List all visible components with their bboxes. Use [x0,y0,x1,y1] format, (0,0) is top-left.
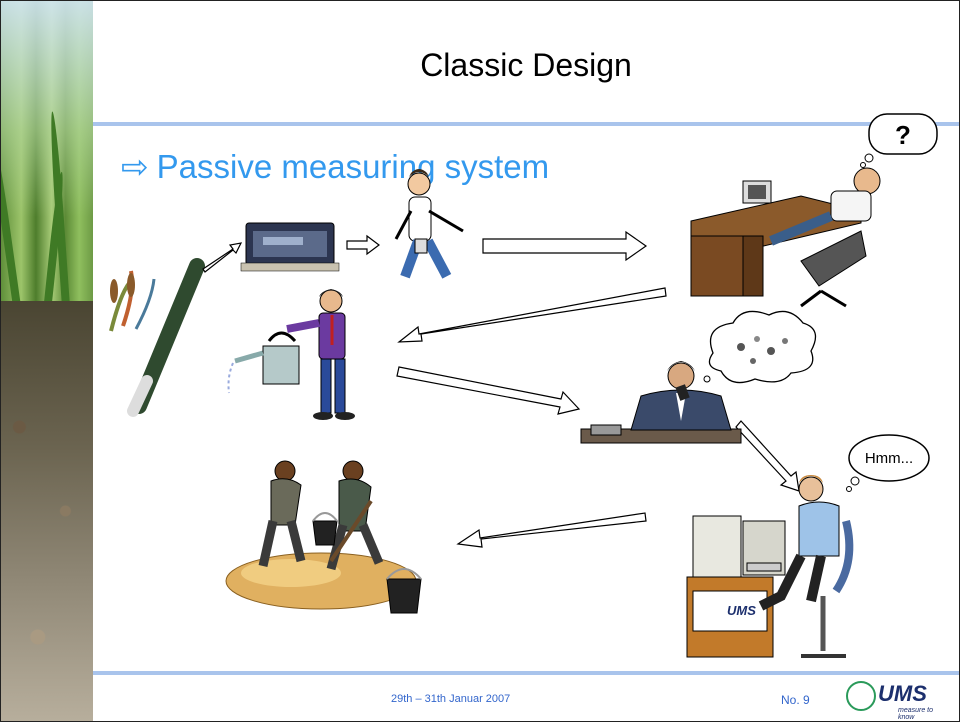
soil-sensor-icon [109,258,205,417]
arrow-analyst-to-workers [456,512,647,548]
running-courier-icon [394,169,464,279]
header-rule [93,122,959,126]
footer-page-number: No. 9 [781,693,810,707]
data-logger-icon [240,222,340,272]
arrow-sensor-to-logger [202,242,243,273]
decorative-side-image [1,1,93,721]
arrow-manager-to-analyst [735,420,800,492]
ums-logo-tagline: measure to know [898,707,934,721]
digging-workers-icon [225,460,422,614]
monitor-logo-text: UMS [727,603,756,618]
man-with-watering-can-icon [227,289,355,420]
footer-rule [93,671,959,675]
arrow-office-to-technician [397,287,667,343]
thought-bubble-hmm [846,434,930,492]
bullet-text: Passive measuring system [156,148,550,185]
ums-logo: UMS measure to know [846,679,951,721]
slide-title: Classic Design [420,47,632,83]
arrow-logger-to-courier [346,234,380,256]
analyst-at-computer-icon [686,475,854,658]
footer-date: 29th – 31th Januar 2007 [391,693,511,705]
arrow-courier-to-office [482,230,648,262]
bullet-item: ⇨Passive measuring system [121,147,549,186]
thought-bubble-question [860,113,938,168]
manager-on-phone-icon [580,361,742,444]
relaxed-boss-at-desk-icon [690,167,881,308]
question-mark-text: ? [895,120,911,150]
ums-logo-name: UMS [878,681,927,706]
thought-bubble-symbols [703,310,817,384]
arrow-technician-to-manager [396,366,581,415]
arrow-bullet-icon: ⇨ [121,148,149,185]
ums-logo-mark-icon [846,681,876,711]
hmm-text: Hmm... [865,450,913,467]
